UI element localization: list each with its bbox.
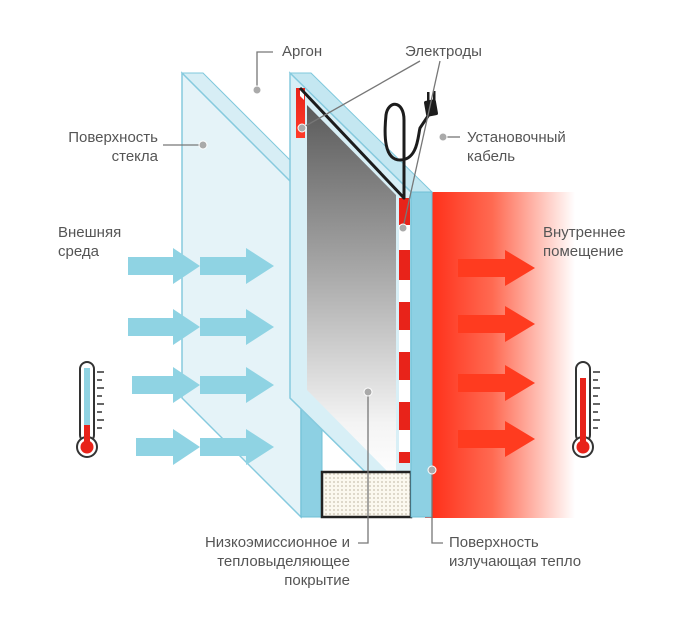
cold-arrows	[128, 248, 274, 465]
label-electrodes: Электроды	[405, 43, 482, 60]
heat-arrows	[458, 250, 535, 457]
low-e-coating	[307, 105, 396, 480]
leader-lines	[163, 51, 460, 544]
label-glass-surface: Поверхность стекла	[68, 129, 158, 165]
plug-icon	[383, 91, 438, 200]
leader-dots	[198, 85, 448, 475]
heat-zone	[425, 192, 575, 518]
label-coating: Низкоэмиссионное и тепловыделяющее покры…	[204, 534, 350, 589]
spacer	[320, 470, 413, 519]
thermometer-hot-icon	[572, 361, 600, 458]
inner-glass-pane	[288, 71, 434, 519]
label-radiating-surface: Поверхность излучающая тепло	[449, 534, 582, 570]
electrodes	[296, 86, 410, 463]
label-cable: Установочный кабель	[467, 129, 566, 165]
label-argon: Аргон	[282, 43, 323, 60]
label-outside: Внешняя среда	[58, 224, 122, 260]
thermometer-cold-icon	[76, 361, 104, 458]
label-inside: Внутреннее помещение	[543, 224, 626, 260]
